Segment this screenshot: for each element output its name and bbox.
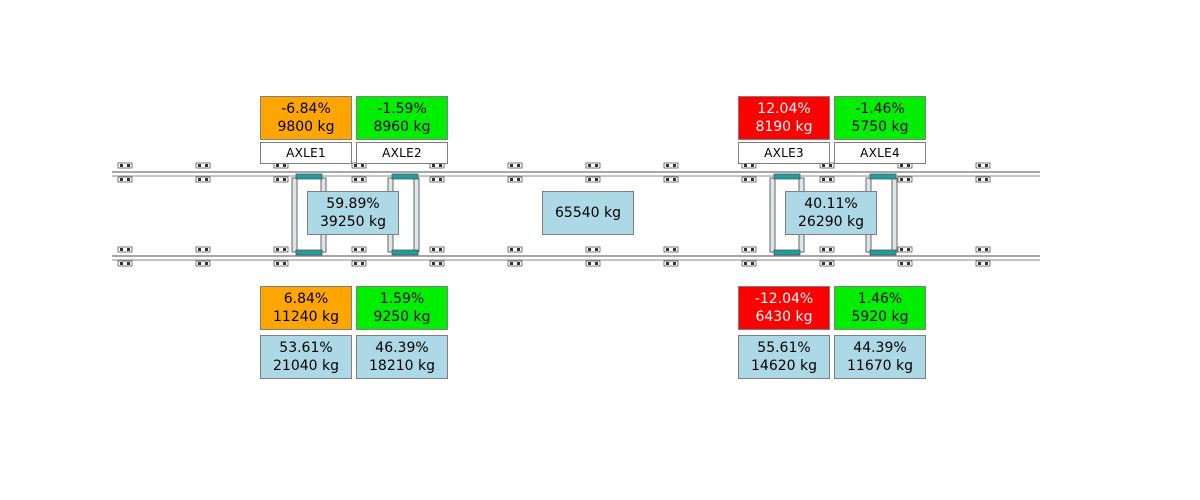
axle1-share-weight: 21040 kg — [273, 358, 339, 374]
rail-clip — [273, 260, 289, 267]
rail-clip — [585, 260, 601, 267]
axle2-label: AXLE2 — [356, 142, 448, 164]
bogie1-weight: 39250 kg — [320, 214, 386, 230]
axle2-share: 46.39% 18210 kg — [356, 335, 448, 379]
rail-clip — [741, 246, 757, 253]
rail-clip — [195, 246, 211, 253]
rail-clip — [897, 260, 913, 267]
rail-clip — [819, 246, 835, 253]
axle1-top-wheel-load: -6.84% 9800 kg — [260, 96, 352, 140]
rail-clip — [741, 260, 757, 267]
axle3-share: 55.61% 14620 kg — [738, 335, 830, 379]
rail-clip — [663, 162, 679, 169]
rail-clip — [819, 260, 835, 267]
axle4-share: 44.39% 11670 kg — [834, 335, 926, 379]
rail-clip — [975, 246, 991, 253]
axle1-label: AXLE1 — [260, 142, 352, 164]
rail-clip — [117, 260, 133, 267]
rail-clip — [429, 176, 445, 183]
rail-clip — [663, 246, 679, 253]
axle3-top-deviation: 12.04% — [757, 101, 811, 117]
axle2-top-weight: 8960 kg — [373, 119, 431, 135]
rail-clip — [507, 162, 523, 169]
axle3-top-wheel-load: 12.04% 8190 kg — [738, 96, 830, 140]
axle4-share-weight: 11670 kg — [847, 358, 913, 374]
rail-clip — [117, 176, 133, 183]
axle4-share-pct: 44.39% — [853, 340, 907, 356]
axle2-bottom-weight: 9250 kg — [373, 309, 431, 325]
axle2-top-wheel-load: -1.59% 8960 kg — [356, 96, 448, 140]
bogie1-load: 59.89% 39250 kg — [307, 191, 399, 235]
axle1-bottom-weight: 11240 kg — [273, 309, 339, 325]
rail-clip — [975, 176, 991, 183]
axle4-bottom-deviation: 1.46% — [857, 291, 903, 307]
bogie2-share-pct: 40.11% — [804, 196, 858, 212]
rail-clip — [507, 260, 523, 267]
axle2-share-pct: 46.39% — [375, 340, 429, 356]
axle3-bottom-wheel-load: -12.04% 6430 kg — [738, 286, 830, 330]
axle1-top-deviation: -6.84% — [281, 101, 331, 117]
rail-clip — [195, 176, 211, 183]
rail-clip — [273, 246, 289, 253]
bogie1-share-pct: 59.89% — [326, 196, 380, 212]
axle1-share-pct: 53.61% — [279, 340, 333, 356]
bogie2-weight: 26290 kg — [798, 214, 864, 230]
rail-clip — [351, 260, 367, 267]
rail-clip — [429, 246, 445, 253]
rail-clip — [351, 246, 367, 253]
axle3-label: AXLE3 — [738, 142, 830, 164]
rail-clip — [117, 246, 133, 253]
axle3-bottom-weight: 6430 kg — [755, 309, 813, 325]
total-weight: 65540 kg — [555, 205, 621, 221]
axle4-label: AXLE4 — [834, 142, 926, 164]
rail-clip — [585, 246, 601, 253]
axle2-share-weight: 18210 kg — [369, 358, 435, 374]
axle4-bottom-wheel-load: 1.46% 5920 kg — [834, 286, 926, 330]
rail-clip — [663, 176, 679, 183]
rail-clip — [507, 176, 523, 183]
axle1-top-weight: 9800 kg — [277, 119, 335, 135]
rail-clip — [429, 260, 445, 267]
axle2-bottom-deviation: 1.59% — [379, 291, 425, 307]
axle4-top-wheel-load: -1.46% 5750 kg — [834, 96, 926, 140]
rail-clip — [507, 246, 523, 253]
axle1-bottom-wheel-load: 6.84% 11240 kg — [260, 286, 352, 330]
rail-clip — [897, 176, 913, 183]
rail-clip — [975, 260, 991, 267]
rail-clip — [663, 260, 679, 267]
rail-clip — [195, 162, 211, 169]
axle4-top-deviation: -1.46% — [855, 101, 905, 117]
rail-clip — [195, 260, 211, 267]
total-load: 65540 kg — [542, 191, 634, 235]
rail-clip — [273, 176, 289, 183]
rail-clip — [117, 162, 133, 169]
rail-clip — [819, 176, 835, 183]
axle4-bottom-weight: 5920 kg — [851, 309, 909, 325]
rail-clip — [585, 176, 601, 183]
rail-clip — [741, 176, 757, 183]
axle2-top-deviation: -1.59% — [377, 101, 427, 117]
bogie2-load: 40.11% 26290 kg — [785, 191, 877, 235]
axle4-top-weight: 5750 kg — [851, 119, 909, 135]
axle2-bottom-wheel-load: 1.59% 9250 kg — [356, 286, 448, 330]
rail-clip — [975, 162, 991, 169]
axle1-bottom-deviation: 6.84% — [283, 291, 329, 307]
rail-clip — [351, 176, 367, 183]
rail-clip — [897, 246, 913, 253]
axle1-share: 53.61% 21040 kg — [260, 335, 352, 379]
axle3-bottom-deviation: -12.04% — [754, 291, 814, 307]
rail-clip — [585, 162, 601, 169]
sleeper-clips — [117, 162, 991, 267]
axle3-share-weight: 14620 kg — [751, 358, 817, 374]
axle3-top-weight: 8190 kg — [755, 119, 813, 135]
axle3-share-pct: 55.61% — [757, 340, 811, 356]
